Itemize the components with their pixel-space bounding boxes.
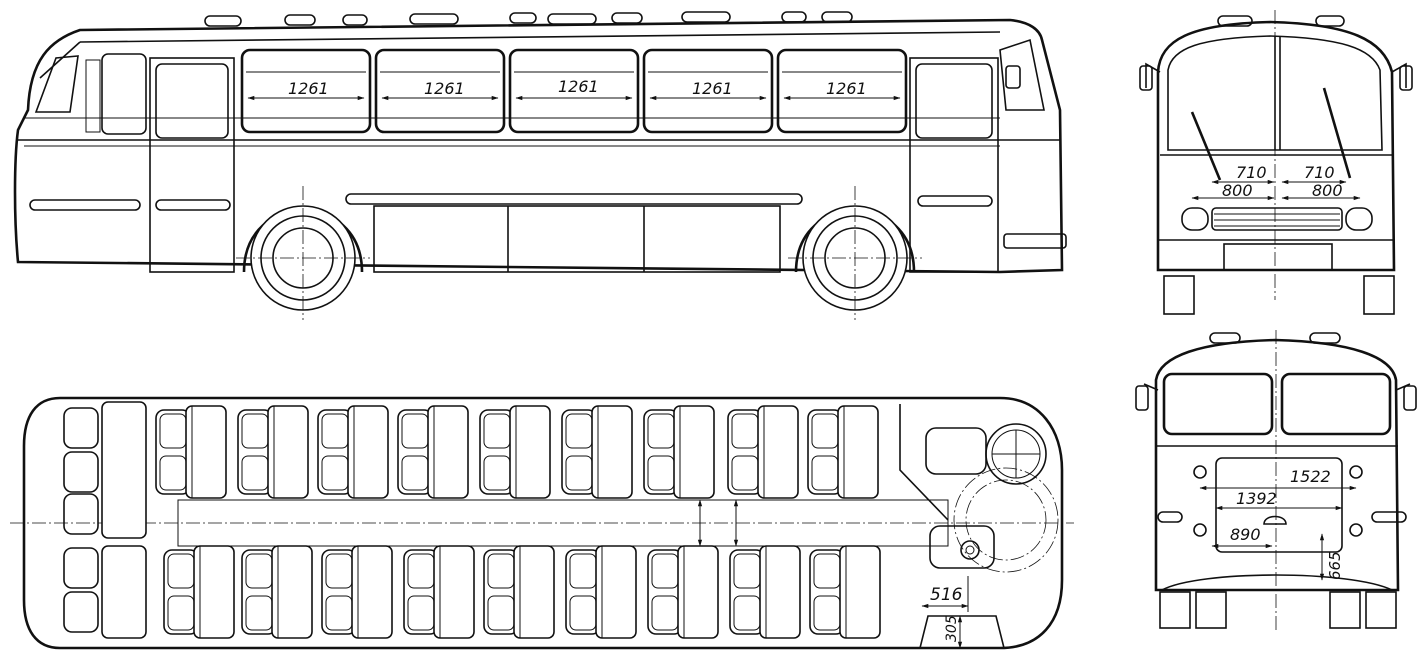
rear-dimensions: 1522 1392 890 665 xyxy=(1199,467,1357,581)
side-windows xyxy=(240,48,908,134)
front-dim-800-left: 800 xyxy=(1222,181,1253,200)
plan-dim-305: 305 xyxy=(944,615,960,642)
window-dim-3: 1261 xyxy=(558,77,599,96)
front-dim-710-right: 710 xyxy=(1304,163,1335,182)
rear-seat-row xyxy=(63,401,147,639)
front-dimensions: 710 710 800 800 xyxy=(1191,163,1361,201)
plan-dimensions: 516 305 xyxy=(921,576,969,649)
rear-dim-665: 665 xyxy=(1326,551,1344,580)
roof-hatches xyxy=(204,11,853,27)
rear-dim-1392: 1392 xyxy=(1236,489,1277,508)
rear-dim-890: 890 xyxy=(1230,525,1261,544)
window-dimensions: 1261 1261 1261 1261 1261 xyxy=(247,77,901,101)
rear-dim-1522: 1522 xyxy=(1290,467,1331,486)
front-dim-710-left: 710 xyxy=(1236,163,1267,182)
plan-view: 516 305 xyxy=(10,396,1074,650)
seats-left-side xyxy=(155,405,879,499)
window-dim-4: 1261 xyxy=(692,79,733,98)
window-dim-5: 1261 xyxy=(826,79,867,98)
rear-view: 1522 1392 890 665 xyxy=(1135,330,1417,630)
front-view: 710 710 800 800 xyxy=(1139,10,1413,315)
plan-dim-516: 516 xyxy=(930,585,963,605)
front-dim-800-right: 800 xyxy=(1312,181,1343,200)
side-view: 1261 1261 1261 1261 1261 xyxy=(13,11,1067,320)
window-dim-1: 1261 xyxy=(288,79,329,98)
window-dim-2: 1261 xyxy=(424,79,465,98)
seats-right-side xyxy=(163,545,881,639)
